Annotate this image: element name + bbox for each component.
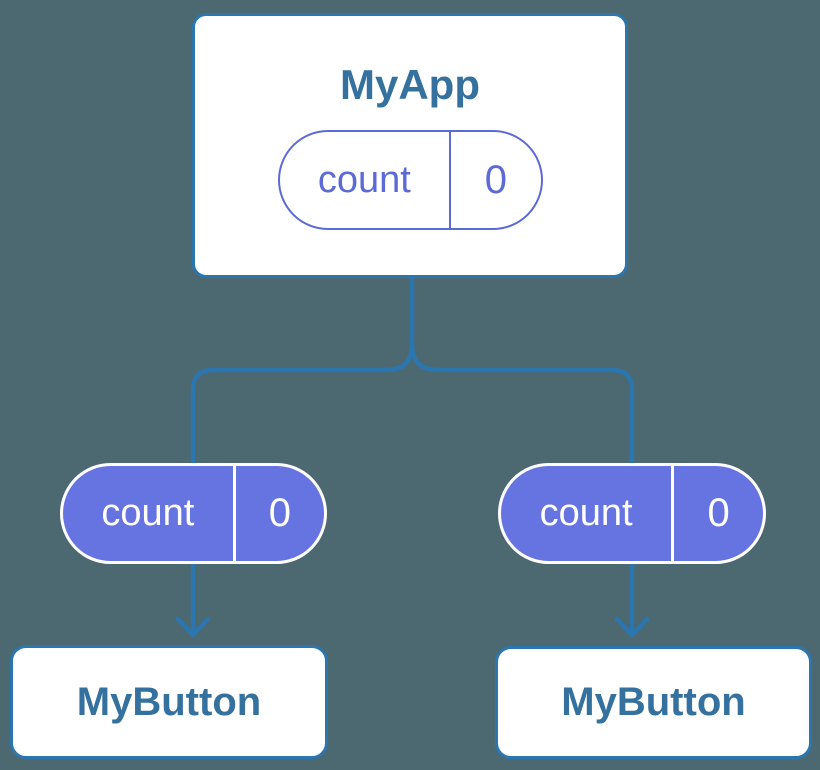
prop-pill-left-label: count (101, 492, 195, 534)
prop-pill-right: count 0 (498, 463, 766, 564)
down-arrowhead-right-icon (614, 616, 650, 638)
child-component-card-right: MyButton (495, 646, 812, 759)
root-component-title: MyApp (340, 61, 480, 108)
child-component-card-left: MyButton (10, 645, 328, 759)
connector-branch-left (190, 341, 415, 636)
prop-pill-left-value: 0 (232, 466, 324, 561)
prop-pill-left: count 0 (60, 463, 327, 564)
prop-pill-right-label: count (539, 492, 633, 534)
connector-branch-right (409, 341, 635, 636)
state-pill-value: 0 (449, 132, 540, 228)
child-component-title-right: MyButton (561, 680, 746, 724)
root-component-card: MyApp count 0 (192, 13, 628, 278)
state-pill: count 0 (277, 130, 543, 230)
child-component-title-left: MyButton (76, 679, 262, 724)
down-arrowhead-left-icon (175, 616, 211, 638)
state-pill-label: count (317, 158, 411, 201)
prop-pill-right-value: 0 (671, 466, 763, 561)
